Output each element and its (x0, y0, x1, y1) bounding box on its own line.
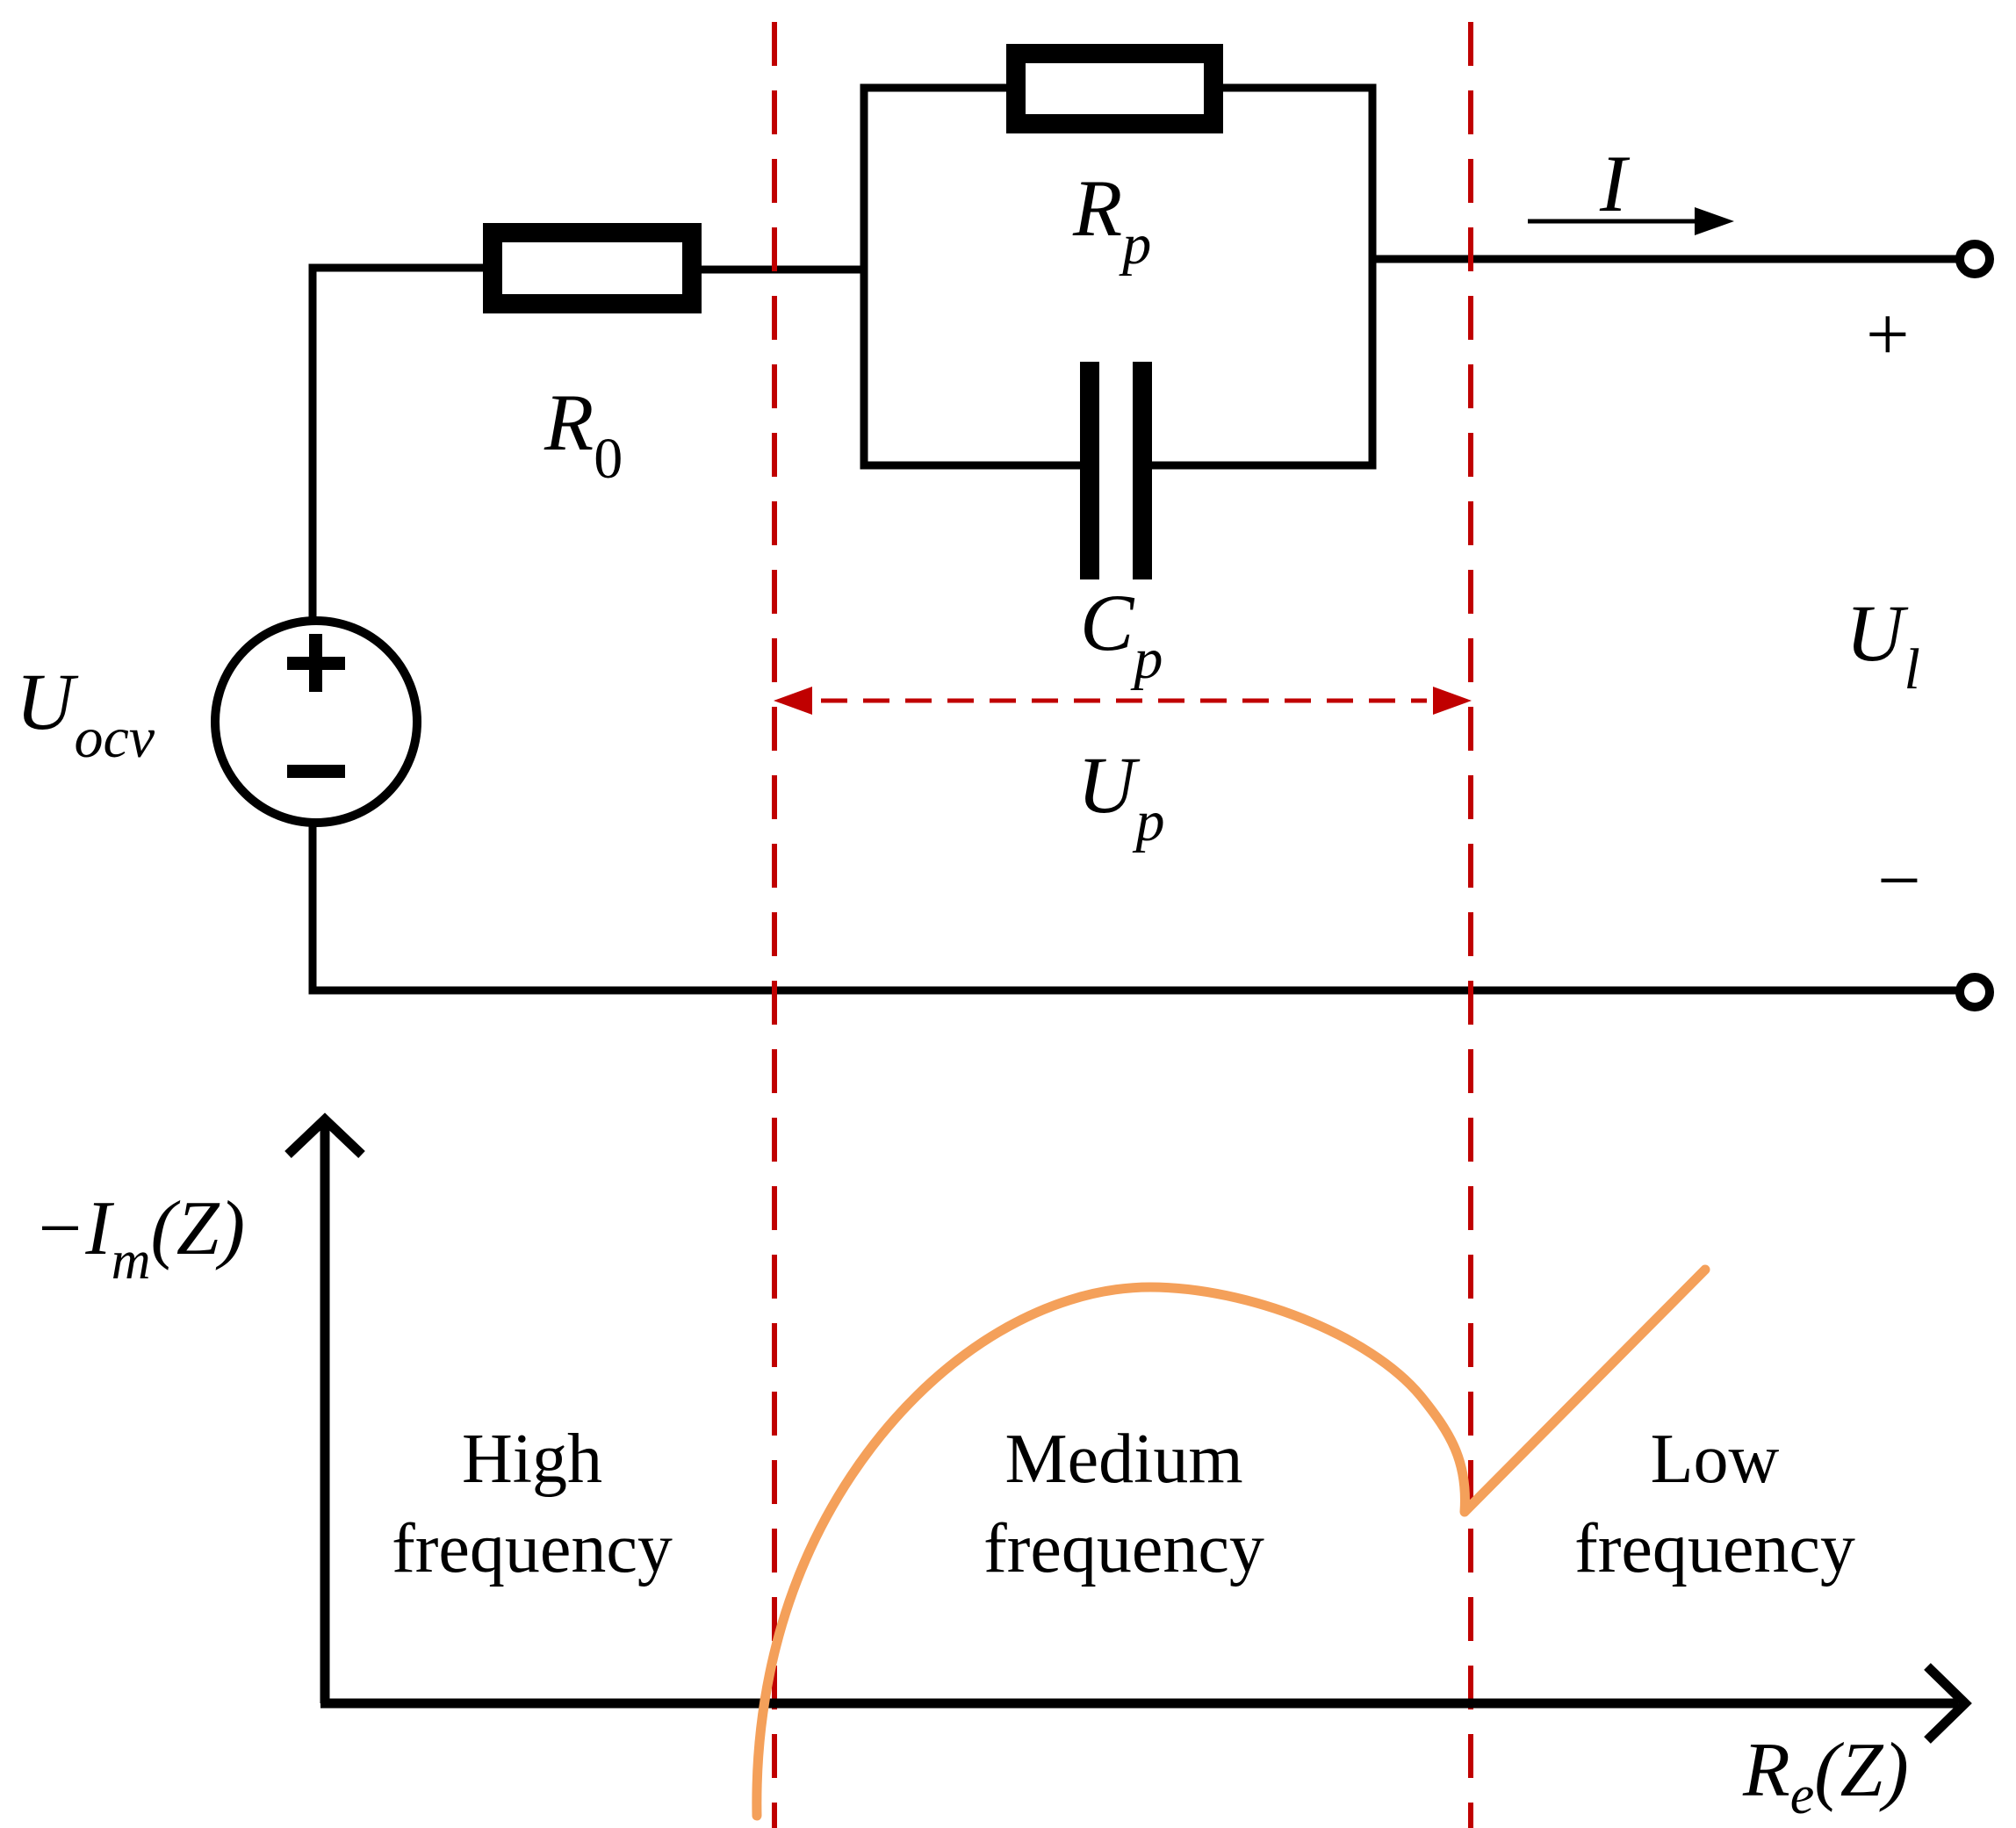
region-low-line2: frequency (1574, 1510, 1855, 1587)
up-arrow-left (774, 687, 812, 715)
label-r0-main: R (544, 378, 594, 467)
label-uocv: Uocv (16, 657, 155, 770)
up-arrow-right (1433, 687, 1472, 715)
label-uocv-main: U (16, 657, 79, 746)
capacitor-cp-plate-left (1080, 362, 1099, 579)
label-output-plus: + (1866, 292, 1910, 378)
terminal-top (1955, 240, 1994, 278)
resistor-r0 (483, 223, 702, 313)
voltage-source-circle (211, 616, 421, 827)
label-ul: Ul (1846, 588, 1920, 702)
circuit (308, 83, 1961, 995)
capacitor-cp-plate-right (1133, 362, 1152, 579)
nyquist-axes (284, 1112, 1972, 1744)
region-low-line1: Low (1651, 1421, 1780, 1498)
label-ul-sub: l (1904, 637, 1919, 702)
current-arrow-head (1695, 207, 1734, 235)
source-minus-icon (287, 765, 345, 778)
label-cp-sub: p (1130, 627, 1163, 691)
label-rp: Rp (1072, 163, 1151, 277)
y-axis-label-prefix: −I (33, 1186, 114, 1271)
label-r0-sub: 0 (594, 427, 623, 491)
region-high-line1: High (462, 1421, 602, 1498)
label-up-main: U (1077, 740, 1141, 830)
x-axis-label-sub: e (1790, 1766, 1815, 1825)
label-rp-main: R (1072, 163, 1122, 253)
x-axis-label-main: R (1742, 1728, 1790, 1813)
x-axis-label: Re(Z) (1742, 1728, 1909, 1825)
label-uocv-sub: ocv (74, 706, 155, 770)
region-medium-line1: Medium (1004, 1421, 1242, 1498)
x-axis-label-suffix: (Z) (1814, 1728, 1909, 1813)
label-up: Up (1077, 740, 1164, 853)
resistor-rp (1006, 44, 1223, 133)
terminal-bottom (1955, 973, 1994, 1011)
region-high-line2: frequency (392, 1510, 673, 1587)
source-plus-icon (287, 634, 345, 692)
x-axis-arrowhead (1924, 1663, 1972, 1744)
y-axis-label-suffix: (Z) (150, 1186, 245, 1271)
label-ul-main: U (1846, 588, 1909, 678)
label-cp: Cp (1080, 578, 1163, 691)
label-output-minus: − (1877, 838, 1921, 924)
label-r0: R0 (544, 378, 623, 491)
impedance-curve (752, 1264, 1710, 1821)
label-rp-sub: p (1119, 212, 1151, 277)
y-axis-label: −Im(Z) (33, 1186, 245, 1291)
label-current: I (1599, 139, 1631, 228)
y-axis-arrowhead (284, 1112, 365, 1158)
label-up-sub: p (1132, 789, 1164, 853)
y-axis-label-sub: m (112, 1231, 151, 1291)
label-cp-main: C (1080, 578, 1135, 667)
region-medium-line2: frequency (983, 1510, 1264, 1587)
